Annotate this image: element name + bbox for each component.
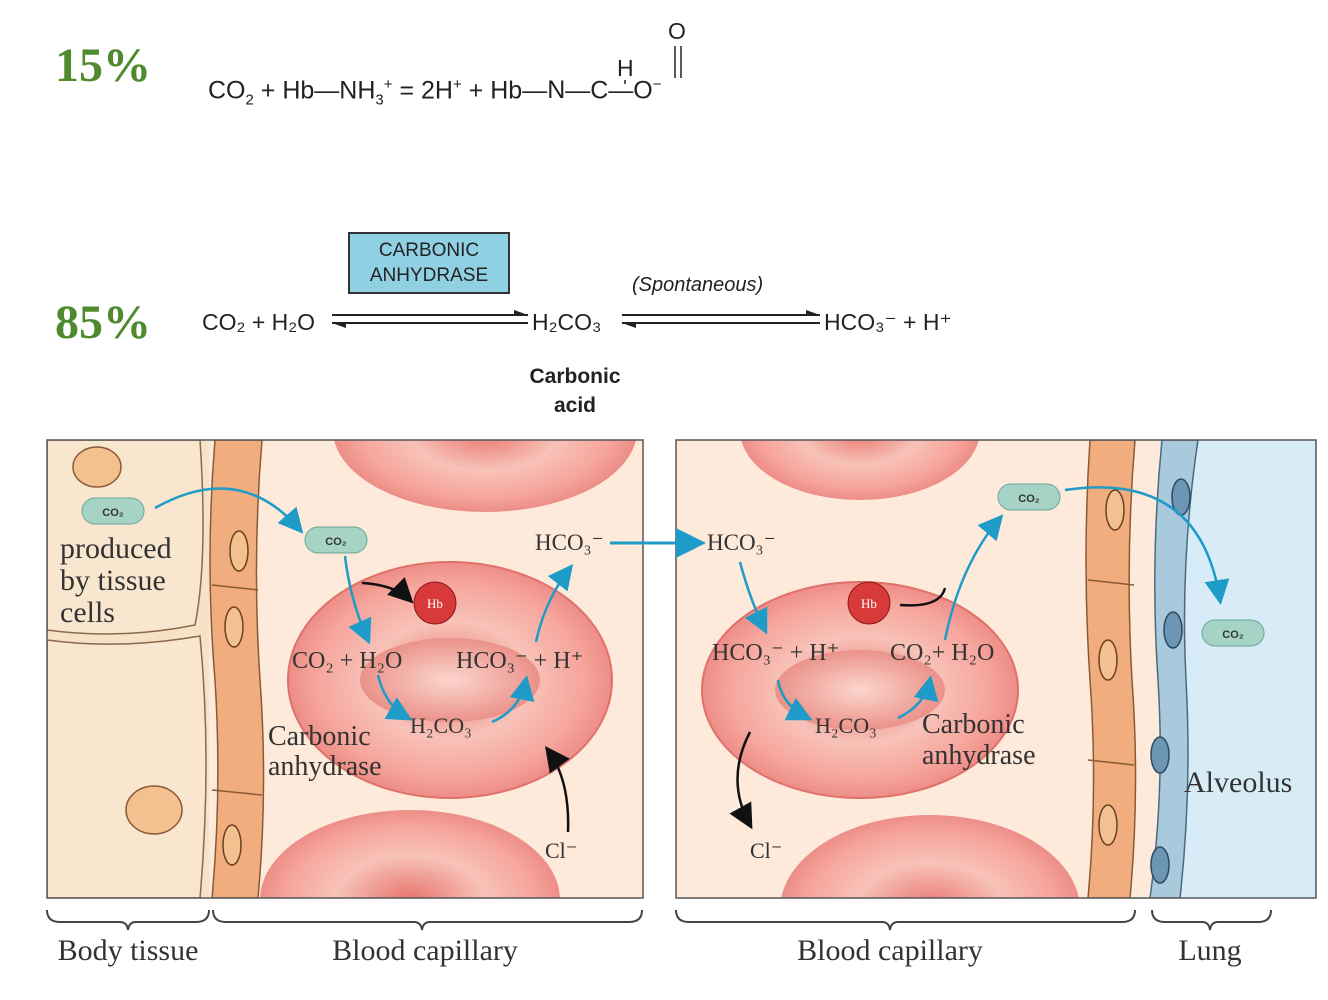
tissue-cell-bottom (47, 635, 207, 898)
percent-carbamino: 15% (55, 39, 151, 92)
eq1-n: N (547, 76, 566, 105)
enzyme-line-1: CARBONIC (378, 240, 480, 261)
left-carbonic-acid: H₂CO₃ (410, 713, 472, 738)
right-enzyme-1: Carbonic (922, 709, 1025, 740)
eq1-o-sup: − (652, 76, 662, 93)
eq1-co2: CO (208, 76, 246, 105)
arrow-to-carbonic-acid-right (776, 679, 813, 721)
arrow-to-co2-right (897, 675, 939, 720)
produced-line-1: produced (60, 532, 172, 565)
produced-line-3: cells (60, 596, 115, 629)
eq1-carboxyl: —C—O (565, 76, 653, 105)
carbamino-equation: CO2 + Hb—NH3+ = 2H+ + Hb—N—C—O− (208, 76, 662, 108)
carbonic-acid-label: Carbonic acid (505, 362, 645, 420)
arrow-to-carbonic-acid (376, 674, 413, 721)
tissue-nucleus-2 (125, 785, 183, 835)
rbc-bottom-left (260, 810, 560, 898)
arrow-chloride-in (545, 745, 570, 833)
spontaneous-label: (Spontaneous) (632, 274, 764, 296)
endo-nucleus-1 (229, 530, 249, 572)
left-chloride: Cl⁻ (545, 838, 577, 863)
right-products: HCO₃⁻ + H⁺ (712, 640, 839, 666)
endo-nucleus-3 (222, 824, 242, 866)
equilibrium-arrows (332, 310, 820, 328)
arrow-to-bicarbonate (491, 675, 535, 724)
svg-text:CO₂: CO₂ (325, 536, 347, 548)
label-blood-capillary-right: Blood capillary (797, 934, 983, 967)
right-panel (676, 440, 1316, 898)
endo-nucleus-2 (224, 606, 244, 648)
arrow-cell-to-capillary (154, 487, 304, 534)
eq1-carbonyl-oxygen: O (668, 18, 686, 44)
alveolus-label: Alveolus (1184, 766, 1292, 799)
rbc-bottom-right (781, 815, 1079, 898)
co2-bubble-alveolus: CO₂ (1201, 619, 1265, 647)
right-panel-border (675, 439, 1317, 899)
carbonic-anhydrase-box: CARBONIC ANHYDRASE (348, 232, 510, 294)
rbc-top-left (334, 440, 636, 512)
left-bicarbonate-out: HCO₃⁻ (535, 530, 604, 555)
hb-left: Hb (413, 581, 457, 625)
left-products: HCO₃⁻ + H⁺ (456, 648, 583, 674)
left-reactants: CO₂ + H₂O (292, 648, 402, 674)
label-lung: Lung (1178, 934, 1241, 967)
right-carbonic-acid: H₂CO₃ (815, 713, 877, 738)
arrow-co2-to-reaction (343, 555, 372, 645)
eq1-nh-sub: 3 (375, 91, 384, 109)
right-reactants: CO₂+ H₂O (890, 640, 994, 666)
left-enzyme-2: anhydrase (268, 751, 382, 782)
right-chloride: Cl⁻ (750, 838, 782, 863)
svg-text:CO₂: CO₂ (1018, 493, 1040, 505)
svg-text:Hb: Hb (861, 596, 877, 611)
region-brackets (46, 909, 1272, 931)
tissue-cell-top (47, 440, 204, 635)
svg-text:CO₂: CO₂ (102, 507, 124, 519)
eq2-products: HCO₃⁻ + H⁺ (824, 309, 952, 335)
arrow-co2-to-hb (361, 577, 414, 604)
rbc-dimple-right (775, 650, 945, 730)
carbonic-acid-line-1: Carbonic (529, 365, 621, 388)
eq1-h-sup: + (452, 76, 462, 93)
arrow-bicarbonate-out (534, 564, 574, 643)
eq1-nh-hydrogen: H (617, 55, 634, 81)
arrow-bicarbonate-in (738, 561, 768, 635)
arrow-chloride-out (729, 731, 753, 830)
co2-bubble-cell: CO₂ (81, 497, 145, 525)
eq1-equals: = 2H (392, 76, 453, 105)
percent-bicarbonate: 85% (55, 296, 151, 349)
eq1-co2-sub: 2 (245, 91, 254, 109)
tissue-nucleus-1 (72, 446, 122, 488)
left-panel-border (46, 439, 644, 899)
svg-text:CO₂: CO₂ (1222, 629, 1244, 641)
eq1-hbnh: + Hb—NH (253, 76, 376, 105)
eq2-intermediate: H₂CO₃ (532, 309, 602, 335)
co2-bubble-capillary: CO₂ (304, 526, 368, 554)
alveolar-epithelium (1149, 440, 1199, 898)
arrow-hb-release (899, 587, 947, 607)
hb-right: Hb (847, 581, 891, 625)
eq1-nh-sup: + (383, 76, 393, 93)
arrow-co2-out (943, 514, 1004, 641)
eq1-bonds (624, 46, 682, 84)
right-bicarbonate-in: HCO₃⁻ (707, 530, 776, 555)
co2-bubble-exhaled: CO₂ (997, 483, 1061, 511)
left-enzyme-1: Carbonic (268, 721, 371, 752)
rbc-top-right (741, 440, 979, 500)
enzyme-line-2: ANHYDRASE (369, 265, 489, 286)
eq2-reactants: CO₂ + H₂O (202, 309, 316, 335)
svg-text:Hb: Hb (427, 596, 443, 611)
produced-line-2: by tissue (60, 564, 166, 597)
label-body-tissue: Body tissue (58, 934, 199, 967)
carbonic-acid-line-2: acid (553, 394, 597, 417)
eq1-hb: + Hb— (461, 76, 548, 105)
right-enzyme-2: anhydrase (922, 740, 1036, 771)
arrow-co2-to-alveolus (1064, 486, 1230, 605)
label-blood-capillary-left: Blood capillary (332, 934, 518, 967)
